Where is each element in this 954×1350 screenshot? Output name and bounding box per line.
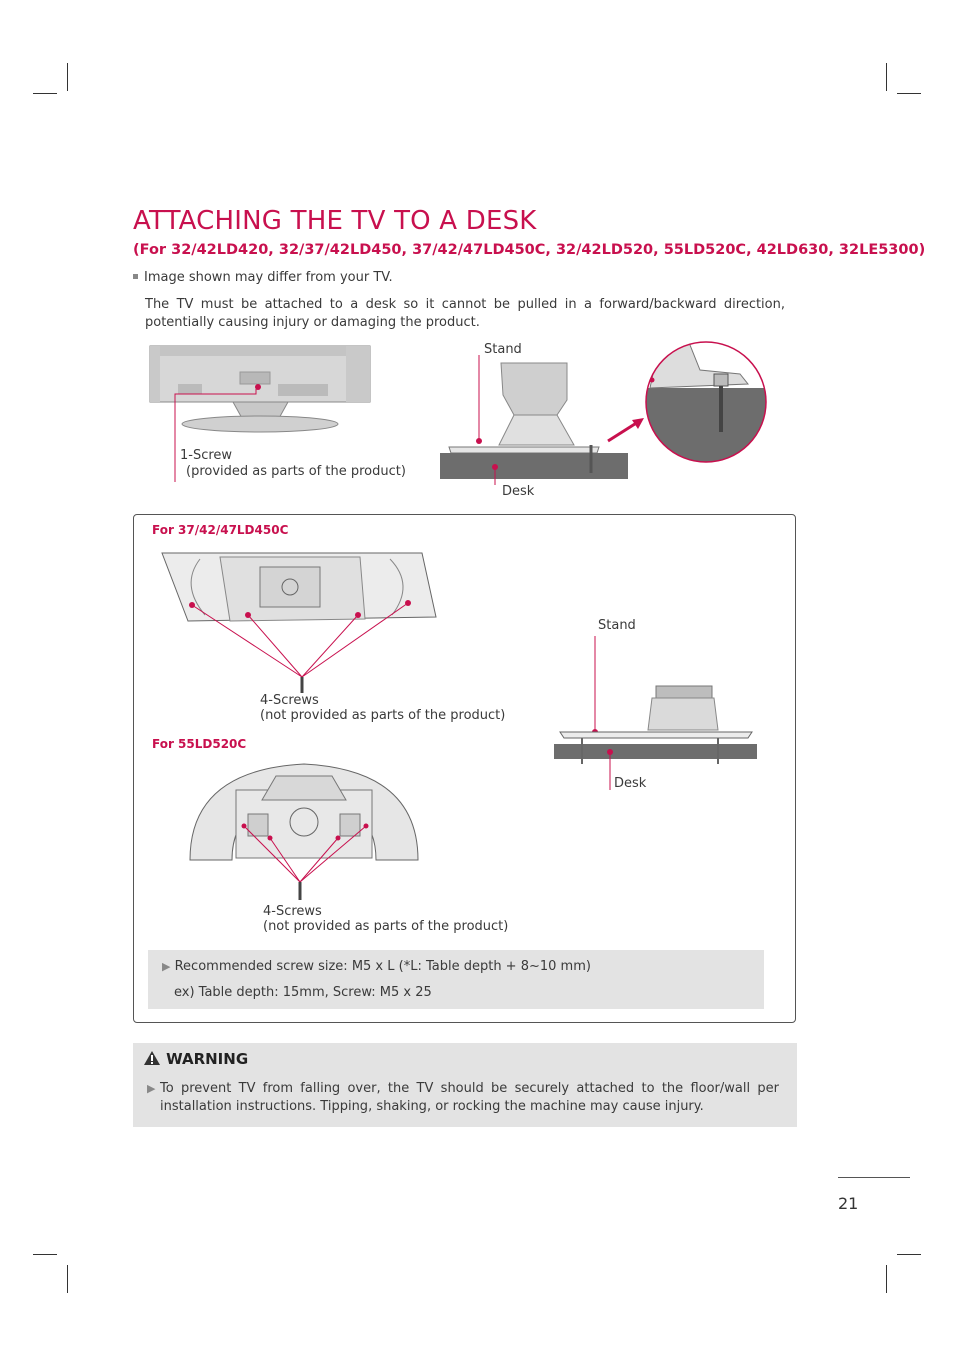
installation-box [133, 514, 796, 1023]
stand-base-b-illustration [189, 763, 419, 900]
warning-title: WARNING [166, 1050, 249, 1068]
screws-b-label: 4-Screws [263, 904, 322, 919]
tv-back-illustration [149, 345, 371, 433]
zoom-arrow-icon [607, 418, 644, 443]
recommendation-line-1: ▶ Recommended screw size: M5 x L (*L: Ta… [162, 959, 591, 974]
recommendation-text-1: Recommended screw size: M5 x L (*L: Tabl… [174, 959, 591, 974]
image-note: Image shown may differ from your TV. [133, 270, 393, 285]
screws-a-label: 4-Screws [260, 693, 319, 708]
desk-label-box: Desk [614, 776, 647, 791]
screw-callout-line [174, 389, 257, 482]
crop-mark [67, 1265, 68, 1293]
desk-label-top: Desk [502, 484, 535, 499]
triangle-bullet-icon: ▶ [162, 960, 171, 973]
warning-body: ▶ To prevent TV from falling over, the T… [147, 1080, 779, 1116]
screw-sublabel: (provided as parts of the product) [186, 464, 406, 479]
stand-desk-illustration [440, 355, 628, 485]
recommendation-line-2: ex) Table depth: 15mm, Screw: M5 x 25 [174, 985, 432, 1000]
crop-mark [886, 1265, 887, 1293]
crop-mark [33, 1254, 57, 1255]
crop-mark [886, 63, 887, 91]
warning-text: To prevent TV from falling over, the TV … [160, 1081, 779, 1114]
screws-a-sublabel: (not provided as parts of the product) [260, 708, 506, 723]
crop-mark [33, 93, 57, 94]
bullet-square-icon [133, 274, 138, 279]
model-a-label: For 37/42/47LD450C [152, 523, 289, 537]
crop-mark [67, 63, 68, 91]
model-b-label: For 55LD520C [152, 737, 247, 751]
stand-label-box: Stand [598, 618, 636, 633]
page-number-rule [838, 1177, 910, 1178]
crop-mark [897, 93, 921, 94]
warning-panel [133, 1043, 797, 1127]
crop-mark [897, 1254, 921, 1255]
screw-label: 1-Screw [180, 448, 233, 463]
triangle-bullet-icon: ▶ [147, 1082, 156, 1095]
stand-side-illustration [554, 636, 757, 790]
warning-header: WARNING [143, 1049, 248, 1068]
screw-recommendation-panel [148, 950, 764, 1009]
page-number: 21 [838, 1194, 859, 1213]
screws-b-sublabel: (not provided as parts of the product) [263, 919, 509, 934]
screw-detail-zoom [645, 341, 767, 463]
warning-triangle-icon [144, 1051, 160, 1065]
intro-paragraph: The TV must be attached to a desk so it … [145, 297, 785, 330]
model-list: (For 32/42LD420, 32/37/42LD450, 37/42/47… [133, 242, 926, 258]
stand-label-top: Stand [484, 342, 522, 357]
page-title: ATTACHING THE TV TO A DESK [133, 206, 537, 236]
image-note-text: Image shown may differ from your TV. [144, 270, 393, 285]
stand-base-a-illustration [161, 552, 437, 693]
